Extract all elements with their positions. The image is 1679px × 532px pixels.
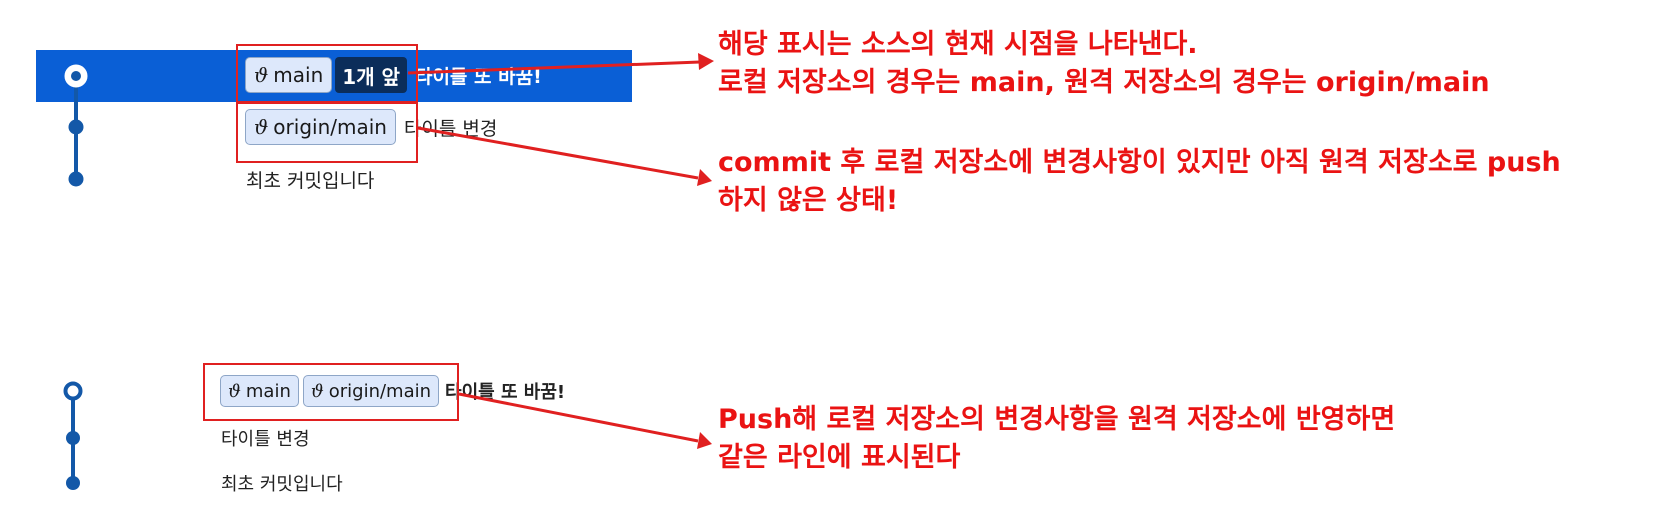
bottom-row-2-commit-message[interactable]: 타이틀 변경	[221, 429, 310, 450]
highlight-box-divider	[236, 101, 418, 104]
top-row-2[interactable]: ϑ origin/main 타이틀 변경	[245, 109, 497, 145]
branch-name: origin/main	[273, 115, 387, 139]
top-row-3-commit-message[interactable]: 최초 커밋입니다	[246, 170, 375, 192]
selected-commit-row[interactable]	[36, 50, 632, 102]
bottom-row-3-commit-message[interactable]: 최초 커밋입니다	[221, 474, 343, 495]
annotation-line: 같은 라인에 표시된다	[718, 442, 961, 473]
branch-name: main	[245, 380, 291, 402]
annotation-note-1: 해당 표시는 소스의 현재 시점을 나타낸다. 로컬 저장소의 경우는 main…	[718, 26, 1490, 102]
branch-badge-main[interactable]: ϑ main	[245, 57, 333, 93]
annotation-line: 해당 표시는 소스의 현재 시점을 나타낸다.	[718, 29, 1198, 60]
branch-icon: ϑ	[310, 380, 324, 402]
annotation-line: Push해 로컬 저장소의 변경사항을 원격 저장소에 반영하면	[718, 404, 1396, 435]
annotation-note-2: commit 후 로컬 저장소에 변경사항이 있지만 아직 원격 저장소로 pu…	[718, 144, 1561, 220]
annotation-line: 하지 않은 상태!	[718, 185, 899, 216]
branch-icon: ϑ	[254, 63, 269, 87]
branch-badge-origin-main[interactable]: ϑ origin/main	[245, 109, 396, 145]
commit-node-icon	[66, 431, 80, 445]
branch-badge-main[interactable]: ϑ main	[220, 375, 299, 407]
commit-node-icon	[66, 476, 80, 490]
branch-badge-origin-main[interactable]: ϑ origin/main	[302, 375, 440, 407]
branch-name: origin/main	[328, 380, 432, 402]
commit-graph-lines	[64, 64, 88, 187]
commit-message: 타이틀 변경	[403, 117, 498, 140]
head-commit-node-icon	[64, 64, 88, 88]
highlight-box-same-line	[203, 363, 459, 421]
top-row-1[interactable]: ϑ main 1개 앞 타이틀 또 바꿈!	[245, 57, 542, 93]
commit-node-icon	[68, 119, 84, 135]
branch-name: main	[273, 63, 324, 87]
commit-node-icon	[68, 171, 84, 187]
annotation-note-3: Push해 로컬 저장소의 변경사항을 원격 저장소에 반영하면 같은 라인에 …	[718, 401, 1395, 477]
ahead-count-badge: 1개 앞	[335, 57, 407, 93]
branch-icon: ϑ	[228, 380, 241, 402]
highlight-box-branch-indicator	[236, 44, 418, 163]
branch-icon: ϑ	[254, 115, 269, 139]
head-commit-node-icon	[63, 381, 83, 401]
annotation-line: 로컬 저장소의 경우는 main, 원격 저장소의 경우는 origin/mai…	[718, 67, 1490, 98]
commit-graph-lines	[63, 381, 83, 490]
bottom-row-1[interactable]: ϑ main ϑ origin/main 타이틀 또 바꿈!	[220, 375, 565, 407]
annotation-line: commit 후 로컬 저장소에 변경사항이 있지만 아직 원격 저장소로 pu…	[718, 147, 1561, 178]
